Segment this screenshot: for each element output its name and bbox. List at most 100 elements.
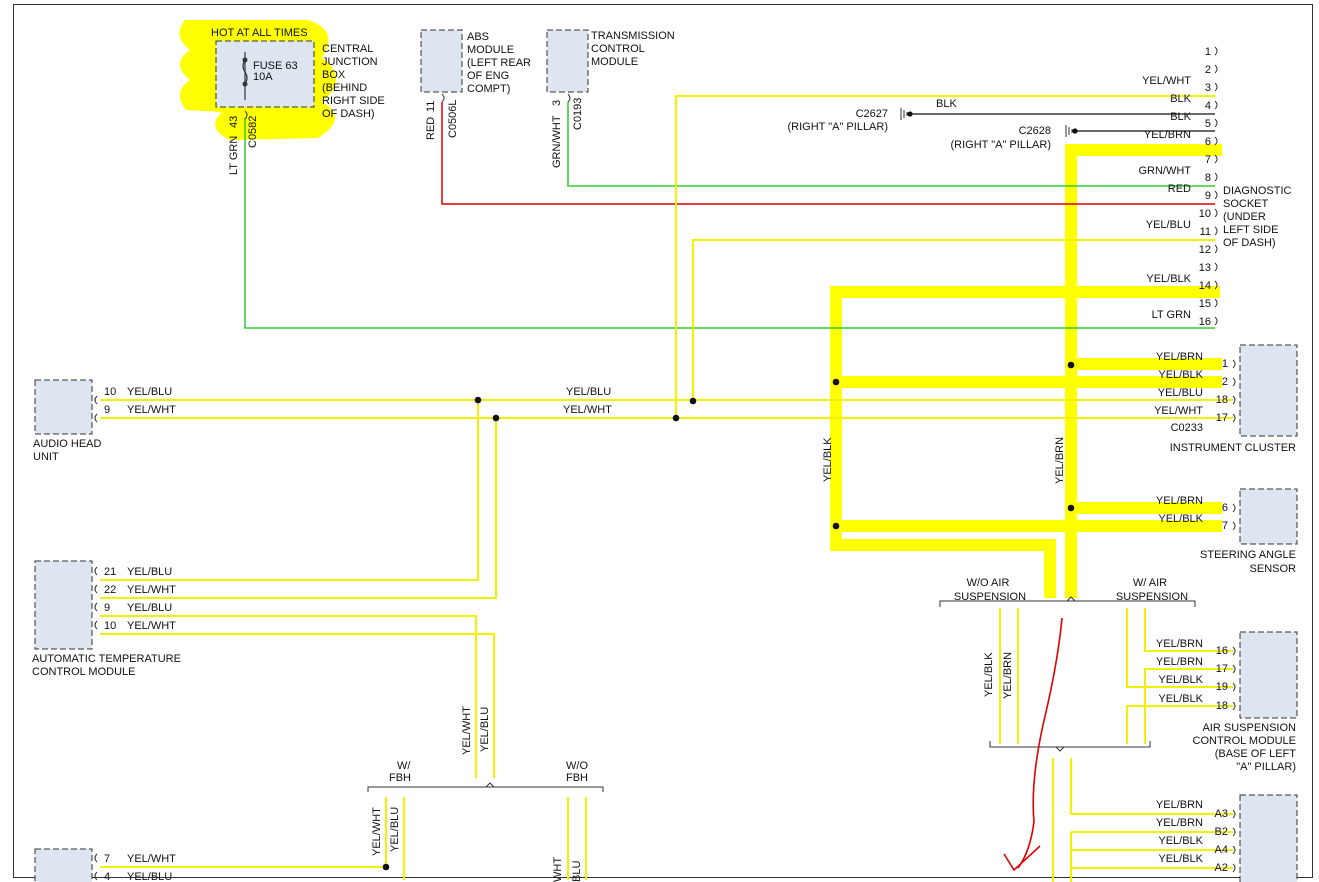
pin-terminal — [567, 93, 571, 103]
diagnostic-socket-label: OF DASH) — [1223, 237, 1276, 249]
audio-head-unit-label: AUDIO HEAD — [33, 438, 102, 450]
pin-number: A3 — [1215, 808, 1228, 820]
junction-box — [215, 40, 315, 108]
pin-terminal — [1232, 503, 1236, 513]
pin-terminal — [94, 395, 98, 405]
wire-color: LT GRN — [228, 136, 240, 175]
option-label: W/ AIR — [1133, 577, 1167, 589]
wire-color: YEL/WHT — [127, 584, 176, 596]
pin-number: 9 — [104, 404, 110, 416]
pin-number: 43 — [228, 116, 240, 128]
pin-terminal — [1232, 701, 1236, 711]
pin-number: 13 — [1199, 262, 1211, 274]
annotation-arrow-head — [1003, 845, 1041, 872]
abs-module-label: COMPT) — [467, 83, 510, 95]
pin-number: 8 — [1205, 172, 1211, 184]
fuse-rating: 10A — [253, 71, 273, 83]
fuse-terminal — [242, 57, 248, 63]
pin-number: 16 — [1199, 316, 1211, 328]
pin-terminal — [94, 413, 98, 423]
pin-terminal — [1214, 316, 1218, 326]
pin-terminal — [1214, 298, 1218, 308]
pin-terminal — [94, 620, 98, 630]
pin-terminal — [1232, 809, 1236, 819]
junction-box-label: OF DASH) — [322, 108, 375, 120]
option-bracket-tick — [485, 782, 495, 788]
junction-box-label: CENTRAL — [322, 43, 373, 55]
splice-dot — [382, 863, 390, 871]
junction-box-label: RIGHT SIDE — [322, 95, 385, 107]
audio-head-unit-label: UNIT — [33, 451, 59, 463]
air-suspension-module-label: CONTROL MODULE — [1193, 735, 1297, 747]
pin-terminal — [1214, 208, 1218, 218]
ground-location: (RIGHT "A" PILLAR) — [787, 121, 888, 133]
option-label: FBH — [566, 772, 588, 784]
pin-number: 10 — [104, 386, 116, 398]
splice-dot — [672, 414, 680, 422]
wire-color: YEL/BRN — [1156, 817, 1203, 829]
pin-number: 3 — [551, 100, 563, 106]
pin-number: 2 — [1222, 376, 1228, 388]
splice-dot — [832, 378, 840, 386]
wire-color: YEL/WHT — [563, 404, 612, 416]
abs-module-label: OF ENG — [467, 70, 509, 82]
pin-number: 10 — [1199, 208, 1211, 220]
pin-terminal — [1214, 154, 1218, 164]
pin-terminal — [1214, 64, 1218, 74]
wire-color: YEL/BRN — [1054, 437, 1066, 484]
wire-color: YEL/WHT — [127, 853, 176, 865]
wire-color: RED — [425, 117, 437, 140]
wire-color: BLK — [1170, 111, 1191, 123]
atc-yel-blu-edge — [100, 400, 479, 581]
diagnostic-socket-label: LEFT SIDE — [1223, 224, 1278, 236]
pin-terminal — [1232, 863, 1236, 873]
option-bracket — [367, 786, 604, 792]
red-wire — [441, 102, 1215, 205]
pin-terminal — [1214, 244, 1218, 254]
wire-color: YEL/BLK — [1158, 369, 1203, 381]
pin-number: 14 — [1199, 280, 1211, 292]
wire-color: YEL/BRN — [1156, 351, 1203, 363]
air-yel-blk-19 — [1126, 608, 1233, 688]
pin-terminal — [1232, 646, 1236, 656]
tcm-label: TRANSMISSION — [591, 30, 675, 42]
air-yel-blk-18 — [1126, 705, 1233, 744]
wire-color: YEL/WHT — [461, 706, 473, 755]
hot-label: HOT AT ALL TIMES — [211, 27, 308, 39]
wire-color: LT GRN — [1152, 309, 1191, 321]
wire-color: WHT — [552, 857, 564, 882]
splice-dot — [689, 397, 697, 405]
pin-number: 2 — [1205, 64, 1211, 76]
tcm-box — [546, 29, 589, 93]
highlight-yel-brn-run — [1065, 144, 1222, 598]
steering-angle-sensor-label: STEERING ANGLE — [1200, 549, 1296, 561]
wire-color: YEL/BLK — [1158, 693, 1203, 705]
pin-terminal — [1214, 226, 1218, 236]
wire-color: YEL/BLK — [1158, 513, 1203, 525]
pin-number: 7 — [104, 853, 110, 865]
pin-terminal — [94, 871, 98, 881]
lt-grn-wire — [244, 118, 1215, 329]
wire-color: YEL/BLK — [1146, 273, 1191, 285]
pin-number: 10 — [104, 620, 116, 632]
wire-color: RED — [1168, 183, 1191, 195]
pin-number: 17 — [1216, 663, 1228, 675]
wire-color: YEL/WHT — [371, 807, 383, 856]
wire-color: YEL/BLU — [566, 386, 611, 398]
pin-number: 9 — [104, 602, 110, 614]
wire-color: YEL/WHT — [127, 404, 176, 416]
pin-number: 3 — [1205, 82, 1211, 94]
atc-yel-blu-down-edge — [100, 615, 477, 778]
wire-color: YEL/BLK — [1158, 853, 1203, 865]
air-yel-brn-16 — [1144, 608, 1233, 652]
wire-color: YEL/BLK — [822, 437, 834, 482]
ground-name: C2628 — [1019, 125, 1051, 137]
wire-color: YEL/BLK — [1158, 835, 1203, 847]
atc-module-label: AUTOMATIC TEMPERATURE — [32, 653, 181, 665]
pin-number: 11 — [425, 101, 437, 112]
diagnostic-socket-label: SOCKET — [1223, 198, 1269, 210]
pin-terminal — [94, 853, 98, 863]
connector-id: C0506L — [447, 99, 459, 138]
fuse-symbol — [242, 59, 248, 85]
